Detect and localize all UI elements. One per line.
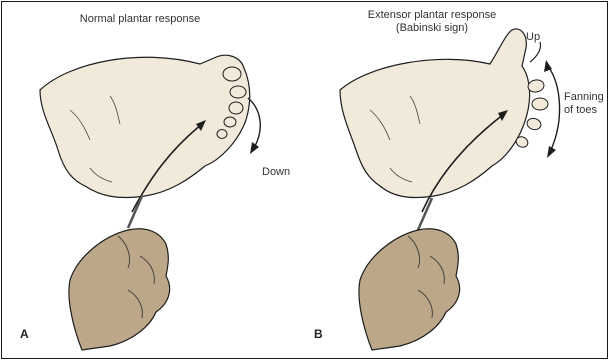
foot-a-shape	[40, 55, 250, 197]
toe-a-2	[230, 86, 246, 98]
toe-a-5	[217, 130, 227, 139]
probe-a	[128, 196, 142, 228]
down-label: Down	[262, 166, 290, 178]
foot-b	[340, 29, 548, 212]
fanning-arrow	[544, 60, 560, 158]
panel-a-letter: A	[20, 327, 29, 341]
toe-a-1	[223, 67, 241, 81]
up-label: Up	[526, 31, 540, 43]
hand-b	[359, 229, 460, 350]
fanning-label-line2: of toes	[564, 104, 598, 116]
panel-a: Normal plantar response Down A	[20, 13, 290, 350]
toe-a-4	[224, 117, 236, 127]
panel-b: Extensor plantar response (Babinski sign…	[314, 9, 604, 350]
down-arrow	[248, 98, 260, 154]
fanning-label-line1: Fanning	[564, 91, 604, 103]
panel-b-title-line2: (Babinski sign)	[396, 22, 468, 34]
foot-a	[40, 55, 250, 212]
hand-a	[69, 229, 170, 350]
panel-b-letter: B	[314, 327, 323, 341]
panel-b-title-line1: Extensor plantar response	[368, 9, 496, 21]
probe-b	[418, 198, 432, 230]
panel-a-title: Normal plantar response	[80, 13, 200, 25]
toe-a-3	[229, 102, 243, 114]
up-arrow	[530, 42, 541, 62]
